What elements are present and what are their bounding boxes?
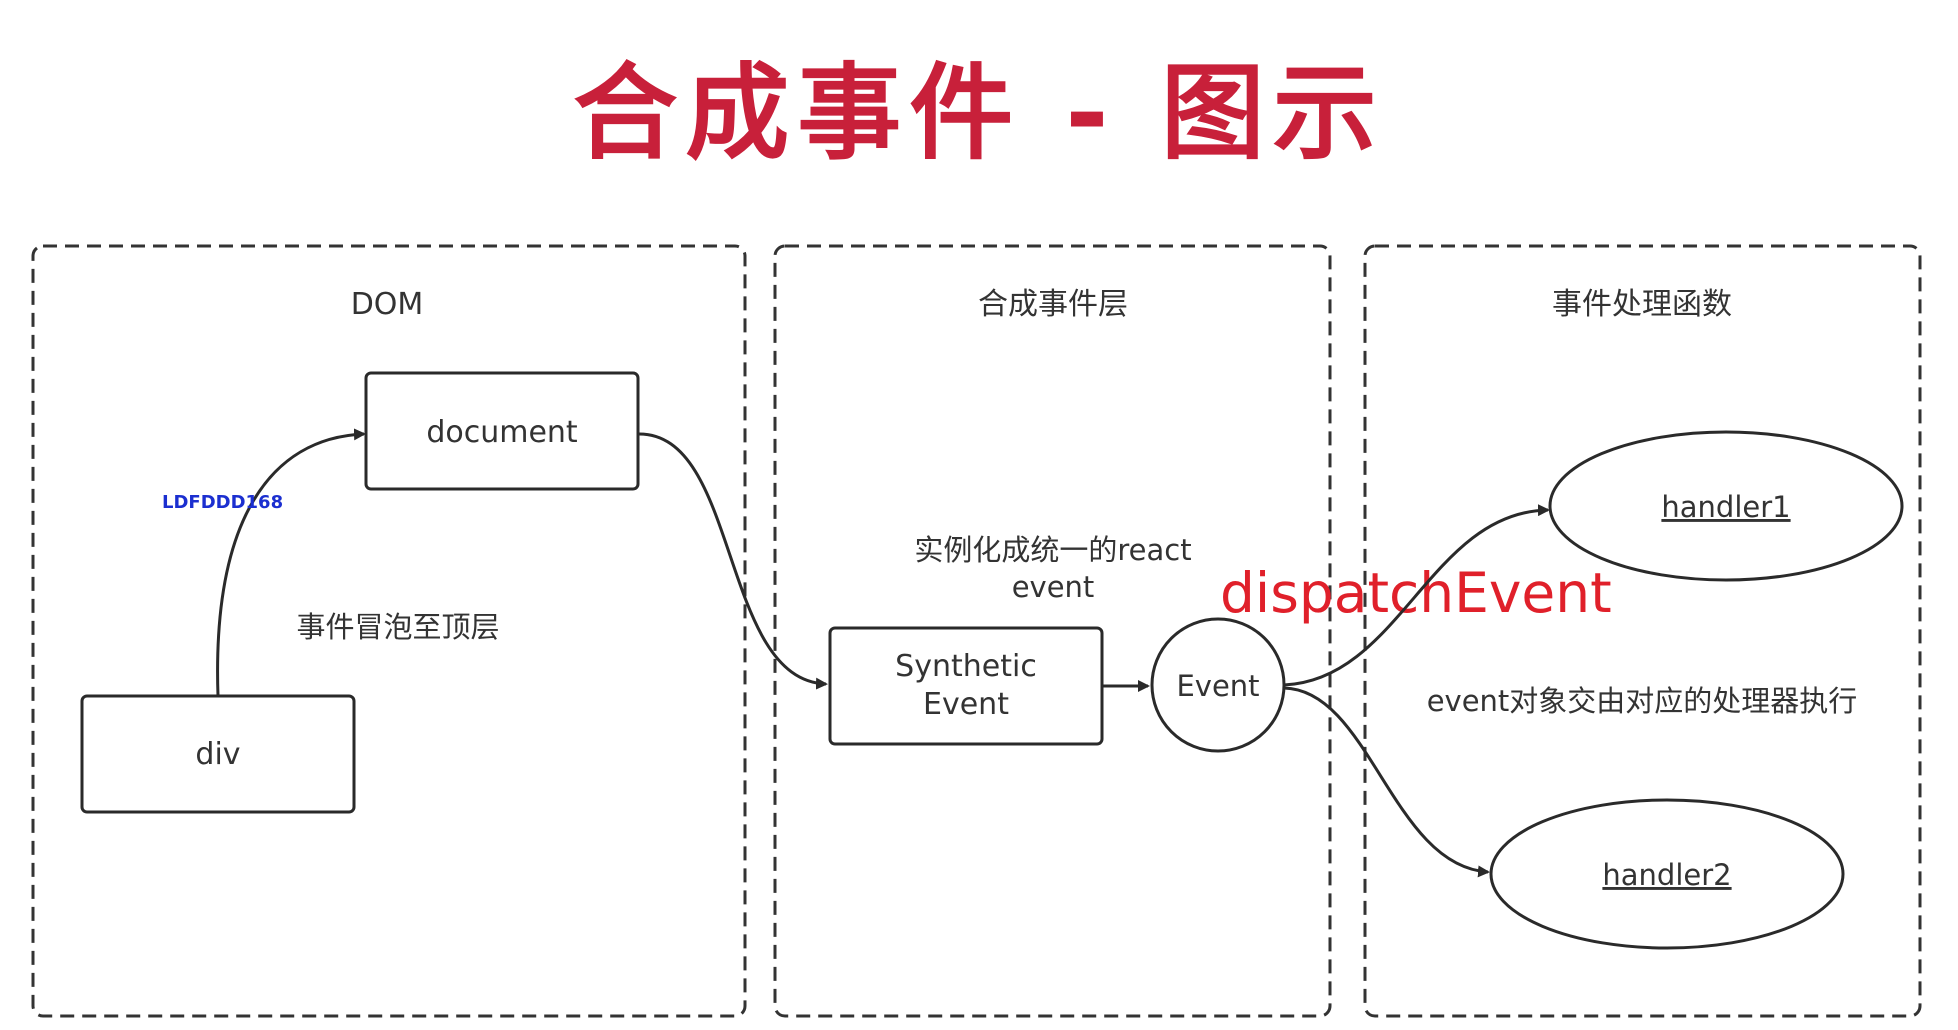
event-to-handler1-arrow xyxy=(1283,504,1550,687)
synthetic-event-node xyxy=(828,626,1104,746)
handlers-panel xyxy=(1363,244,1922,1018)
bubble-arrow xyxy=(216,428,366,697)
handler2-node xyxy=(1489,798,1845,950)
event-to-handler2-arrow xyxy=(1283,686,1490,878)
instantiate-note-line2: event xyxy=(1012,570,1095,604)
handler1-node xyxy=(1548,430,1904,582)
bubble-note: 事件冒泡至顶层 xyxy=(296,610,499,644)
dom-panel xyxy=(31,244,747,1018)
synthetic-event-line2: Event xyxy=(923,687,1009,722)
document-to-synthetic-arrow xyxy=(637,432,828,690)
watermark-text: LDFDDD168 xyxy=(162,492,284,513)
document-node xyxy=(364,371,640,491)
synthetic-event-line1: Synthetic xyxy=(895,649,1037,684)
dispatch-event-label: dispatchEvent xyxy=(1220,561,1612,625)
page-title: 合成事件 - 图示 xyxy=(573,52,1385,174)
synthetic-panel-title: 合成事件层 xyxy=(978,287,1128,322)
synthetic-layer-panel xyxy=(773,244,1332,1018)
handler1-label: handler1 xyxy=(1661,490,1790,524)
instantiate-note-line1: 实例化成统一的react xyxy=(914,533,1191,567)
handlers-panel-title: 事件处理函数 xyxy=(1552,287,1732,322)
div-node-label: div xyxy=(195,737,240,772)
event-node-label: Event xyxy=(1176,669,1259,703)
document-node-label: document xyxy=(426,415,578,450)
dom-panel-title: DOM xyxy=(351,287,424,322)
handler-note: event对象交由对应的处理器执行 xyxy=(1427,684,1858,718)
handler2-label: handler2 xyxy=(1602,858,1731,892)
